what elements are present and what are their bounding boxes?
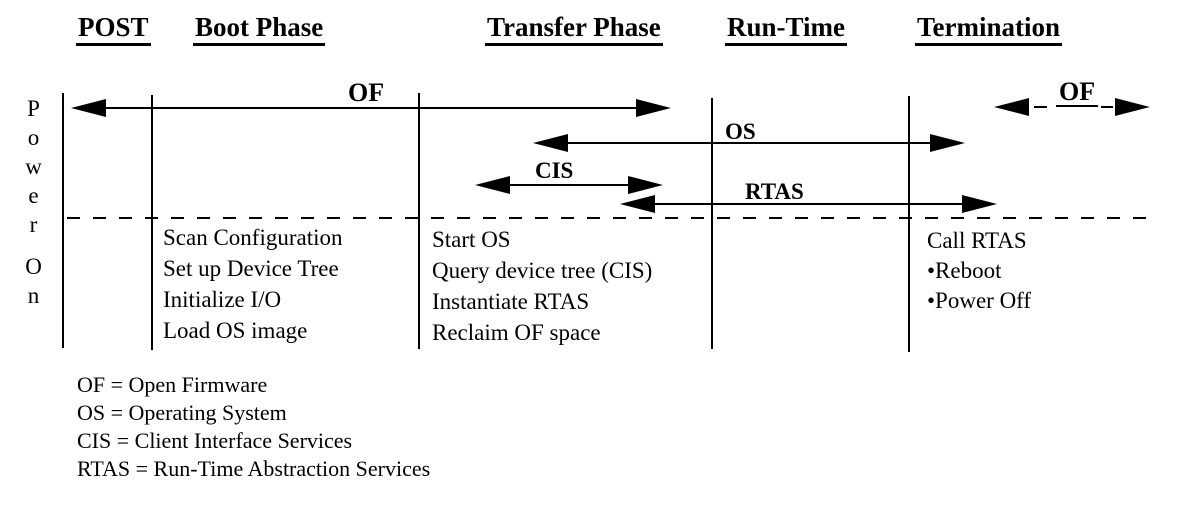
transfer-task: Instantiate RTAS: [432, 289, 590, 314]
power-on-label-word2: On: [21, 254, 46, 312]
os-arrowhead-right-icon: [930, 134, 965, 152]
legend-item: OS = Operating System: [77, 400, 287, 425]
termination-of-label: OF: [1056, 79, 1099, 107]
cis-arrowhead-right-icon: [628, 176, 663, 194]
os-arrowhead-left-icon: [533, 134, 568, 152]
phase-header-post: POST: [76, 14, 151, 46]
os-label: OS: [725, 119, 756, 144]
power-on-label-word1: Power: [21, 96, 46, 241]
termination-of-dash-left: [1034, 106, 1047, 108]
transfer-task: Query device tree (CIS): [432, 258, 653, 283]
legend-item: RTAS = Run-Time Abstraction Services: [77, 456, 431, 481]
termination-of-arrowhead-left-icon: [994, 98, 1029, 116]
power-on-dashed-line: [67, 217, 1157, 219]
termination-task-list: Call RTAS •Reboot •Power Off: [927, 226, 1031, 316]
transfer-task-list: Start OS Query device tree (CIS) Instant…: [432, 224, 652, 348]
boot-task-list: Scan Configuration Set up Device Tree In…: [163, 222, 343, 346]
transfer-task: Start OS: [432, 227, 511, 252]
of-arrow-line: [92, 107, 650, 109]
of-label: OF: [348, 78, 385, 107]
boot-task: Set up Device Tree: [163, 256, 339, 281]
os-arrow-line: [554, 142, 944, 144]
phase-header-termination: Termination: [915, 14, 1063, 46]
cis-label: CIS: [535, 158, 574, 183]
boundary-runtime-termination: [908, 96, 910, 352]
boundary-boot-transfer: [418, 93, 420, 349]
termination-of-dash-right: [1101, 106, 1113, 108]
cis-arrow-line: [496, 184, 642, 186]
phase-header-runtime: Run-Time: [725, 14, 848, 46]
phase-header-boot: Boot Phase: [193, 14, 326, 46]
phase-header-transfer: Transfer Phase: [485, 14, 663, 46]
rtas-label: RTAS: [745, 179, 804, 204]
boot-task: Scan Configuration: [163, 225, 343, 250]
rtas-arrowhead-left-icon: [620, 195, 655, 213]
termination-task: •Power Off: [927, 288, 1032, 313]
termination-task: Call RTAS: [927, 228, 1027, 253]
rtas-arrow-line: [641, 203, 977, 205]
boot-task: Load OS image: [163, 318, 308, 343]
boundary-transfer-runtime: [711, 98, 713, 349]
rtas-arrowhead-right-icon: [962, 195, 997, 213]
transfer-task: Reclaim OF space: [432, 320, 601, 345]
legend: OF = Open Firmware OS = Operating System…: [77, 371, 430, 483]
of-arrowhead-right-icon: [636, 99, 671, 117]
boot-task: Initialize I/O: [163, 287, 282, 312]
termination-task: •Reboot: [927, 258, 1002, 283]
legend-item: OF = Open Firmware: [77, 372, 268, 397]
of-arrowhead-left-icon: [71, 99, 106, 117]
cis-arrowhead-left-icon: [475, 176, 510, 194]
boundary-post-boot: [151, 95, 153, 350]
termination-of-arrowhead-right-icon: [1115, 98, 1150, 116]
legend-item: CIS = Client Interface Services: [77, 428, 353, 453]
axis-line-power-on: [62, 93, 64, 348]
